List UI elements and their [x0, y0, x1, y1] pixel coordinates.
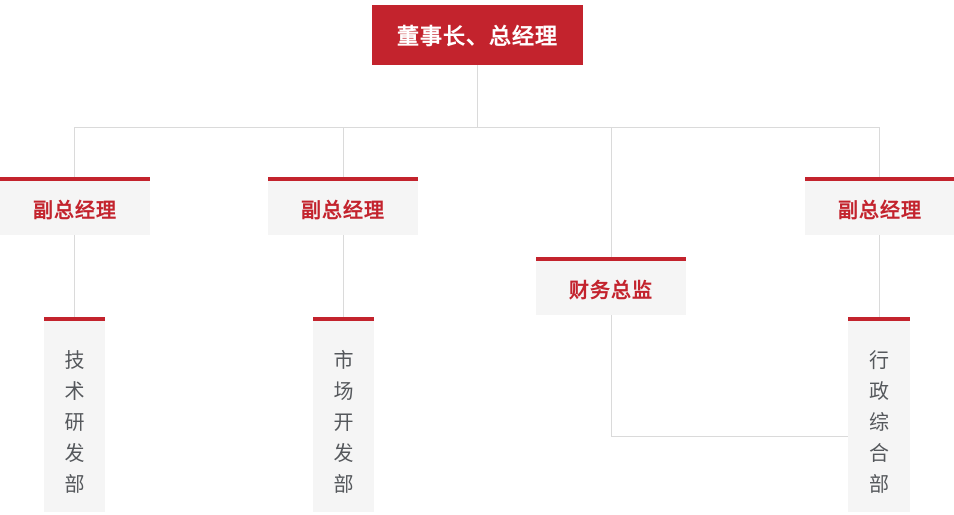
- node-label: 副总经理: [838, 199, 922, 222]
- connector-finance-elbow-vertical: [611, 315, 612, 437]
- node-admin-general-dept: 行政综合部: [848, 317, 910, 512]
- node-label: 副总经理: [33, 199, 117, 222]
- node-label: 市场开发部: [333, 350, 354, 496]
- connector-root-drop: [477, 65, 478, 127]
- connector-drop-vice-gm-3: [879, 127, 880, 178]
- connector-drop-market-dept: [343, 235, 344, 318]
- node-label: 行政综合部: [869, 350, 889, 496]
- connector-main-horizontal: [74, 127, 880, 128]
- node-label: 财务总监: [569, 279, 653, 302]
- connector-finance-elbow-horizontal: [611, 436, 848, 437]
- node-vice-gm-3: 副总经理: [805, 177, 954, 235]
- node-chairman-general-manager: 董事长、总经理: [372, 5, 583, 65]
- node-label: 技术研发部: [64, 350, 85, 496]
- connector-drop-tech-dept: [74, 235, 75, 318]
- node-finance-director: 财务总监: [536, 257, 686, 315]
- connector-drop-finance-director: [611, 127, 612, 258]
- node-market-dev-dept: 市场开发部: [313, 317, 374, 512]
- node-label: 副总经理: [301, 199, 385, 222]
- connector-drop-vice-gm-1: [74, 127, 75, 178]
- node-vice-gm-1: 副总经理: [0, 177, 150, 235]
- node-label: 董事长、总经理: [396, 24, 558, 49]
- node-vice-gm-2: 副总经理: [268, 177, 418, 235]
- connector-drop-admin-dept: [879, 235, 880, 318]
- connector-drop-vice-gm-2: [343, 127, 344, 178]
- node-tech-rd-dept: 技术研发部: [44, 317, 105, 512]
